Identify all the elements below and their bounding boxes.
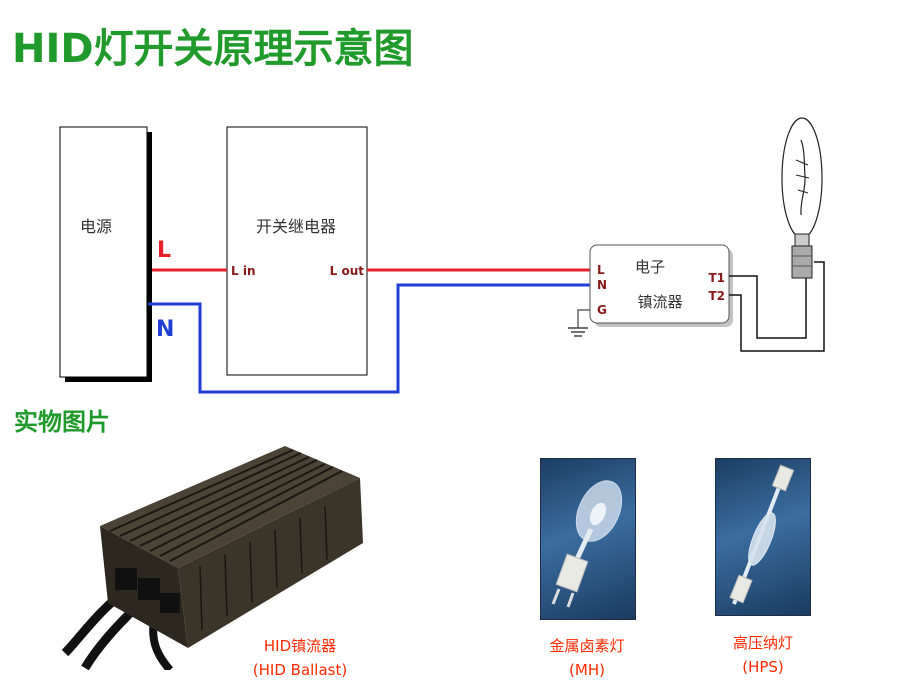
mh-lamp-icon [551, 480, 623, 608]
ballast-l-terminal: L [597, 263, 605, 277]
lamp-wire-t1 [729, 275, 807, 339]
hps-caption-line2: (HPS) [742, 658, 784, 676]
neutral-wire [148, 283, 592, 394]
relay-label: 开关继电器 [256, 217, 336, 236]
ballast-g-terminal: G [597, 303, 607, 317]
hps-caption: 高压纳灯 (HPS) [708, 631, 818, 679]
hid-ballast-photo [61, 446, 363, 670]
hps-lamp-icon [729, 464, 795, 605]
mh-caption-line1: 金属卤素灯 [549, 637, 625, 655]
relay-box [226, 126, 368, 376]
hid-switch-schematic: 电源 开关继电器 L N L in L out L N G 电子 镇流器 T1 … [59, 117, 825, 394]
mh-lamp-photo [540, 458, 636, 620]
ballast-t2-terminal: T2 [708, 289, 725, 303]
ballast-t1-terminal: T1 [708, 271, 725, 285]
ballast-label-line2: 镇流器 [637, 293, 682, 311]
ballast-box [589, 244, 730, 324]
ballast-caption: HID镇流器 (HID Ballast) [240, 634, 360, 682]
ground-icon [568, 309, 590, 337]
power-supply-label: 电源 [80, 217, 112, 236]
power-supply-box [59, 126, 148, 378]
relay-l-in-label: L in [231, 264, 255, 278]
ballast-caption-line2: (HID Ballast) [252, 661, 348, 679]
page-title: HID灯开关原理示意图 [12, 26, 414, 72]
ballast-n-terminal: N [597, 278, 607, 292]
live-label: L [157, 238, 171, 263]
relay-l-out-label: L out [330, 264, 365, 278]
ballast-caption-line1: HID镇流器 [263, 637, 337, 655]
mh-caption: 金属卤素灯 (MH) [532, 634, 642, 682]
section-subtitle: 实物图片 [14, 408, 110, 436]
mh-caption-line2: (MH) [569, 661, 605, 679]
ballast-label-line1: 电子 [635, 258, 665, 276]
hid-lamp-icon [781, 117, 823, 279]
lamp-wire-t2 [729, 261, 825, 352]
hps-caption-line1: 高压纳灯 [732, 634, 793, 652]
neutral-label: N [156, 317, 174, 342]
hps-lamp-photo [715, 458, 811, 616]
